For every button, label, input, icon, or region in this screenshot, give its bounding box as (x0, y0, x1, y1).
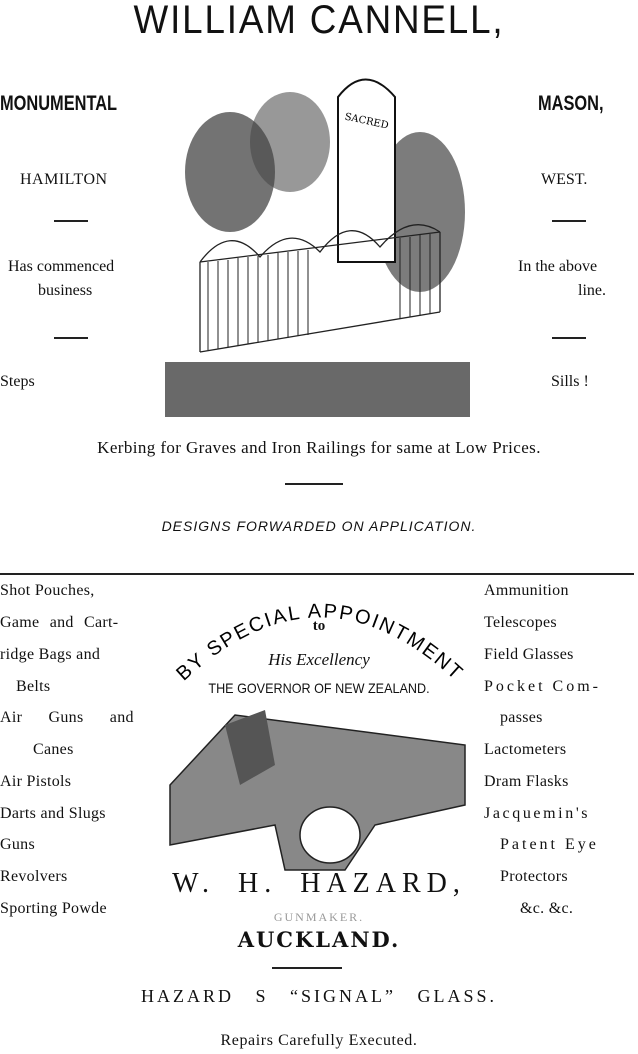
divider (54, 337, 88, 339)
appointment-text: BY SPECIAL APPOINTMENT (172, 600, 465, 685)
excellency-text: His Excellency (268, 650, 370, 669)
left-text-1: Has commenced (8, 258, 115, 275)
list-item: Field Glasses (484, 646, 574, 663)
list-item: Air Guns and (0, 709, 134, 726)
svg-text:BY SPECIAL APPOINTMENT: BY SPECIAL APPOINTMENT (172, 600, 467, 685)
list-item: Darts and Slugs (0, 805, 106, 822)
list-item: Pocket Com- (484, 678, 601, 695)
left-heading: MONUMENTAL (0, 92, 118, 115)
left-text-2: business (38, 282, 93, 299)
list-item: Air Pistols (0, 773, 72, 790)
kerbing-line: Kerbing for Graves and Iron Railings for… (97, 438, 541, 457)
list-item: Ammunition (484, 582, 569, 599)
right-heading: MASON, (538, 92, 604, 115)
right-text-1: In the above (518, 258, 598, 275)
list-item: Sporting Powde (0, 900, 107, 917)
right-text-2: line. (578, 282, 606, 299)
gun-illustration (169, 710, 466, 871)
list-item: passes (500, 709, 543, 726)
list-item: &c. &c. (520, 900, 574, 917)
list-item: Canes (33, 741, 74, 758)
list-item: Jacquemin's (484, 805, 591, 822)
signal-glass-text: HAZARD S “SIGNAL” GLASS. (141, 986, 497, 1006)
list-item: Protectors (500, 868, 568, 885)
left-place: HAMILTON (20, 171, 108, 188)
divider (272, 967, 342, 969)
divider (552, 220, 586, 222)
list-item: ridge Bags and (0, 646, 101, 663)
right-bottom: Sills ! (551, 373, 589, 390)
hazard-name: W. H. HAZARD, (172, 868, 466, 899)
list-item: Lactometers (484, 741, 567, 758)
governor-text: THE GOVERNOR OF NEW ZEALAND. (208, 680, 430, 696)
to-text: to (312, 618, 326, 634)
list-item: Guns (0, 836, 35, 853)
list-item: Patent Eye (500, 836, 599, 853)
divider (54, 220, 88, 222)
appointment-arc: BY SPECIAL APPOINTMENT (172, 600, 467, 685)
left-bottom: Steps (0, 373, 35, 390)
list-item: Dram Flasks (484, 773, 569, 790)
list-item: Shot Pouches, (0, 582, 95, 599)
repairs-text: Repairs Carefully Executed. (220, 1032, 418, 1049)
trade-text: GUNMAKER. (273, 910, 365, 924)
city-text: AUCKLAND. (237, 927, 401, 952)
right-place: WEST. (541, 171, 588, 188)
list-item: Revolvers (0, 868, 68, 885)
monument-illustration: SACRED (165, 78, 470, 417)
section-divider (0, 573, 634, 575)
divider (552, 337, 586, 339)
list-item: Belts (16, 678, 51, 695)
list-item: Telescopes (484, 614, 557, 631)
ad-title: WILLIAM CANNELL, (133, 0, 505, 42)
designs-line: DESIGNS FORWARDED ON APPLICATION. (161, 518, 477, 534)
list-item: Game and Cart- (0, 614, 119, 631)
divider (285, 483, 343, 485)
